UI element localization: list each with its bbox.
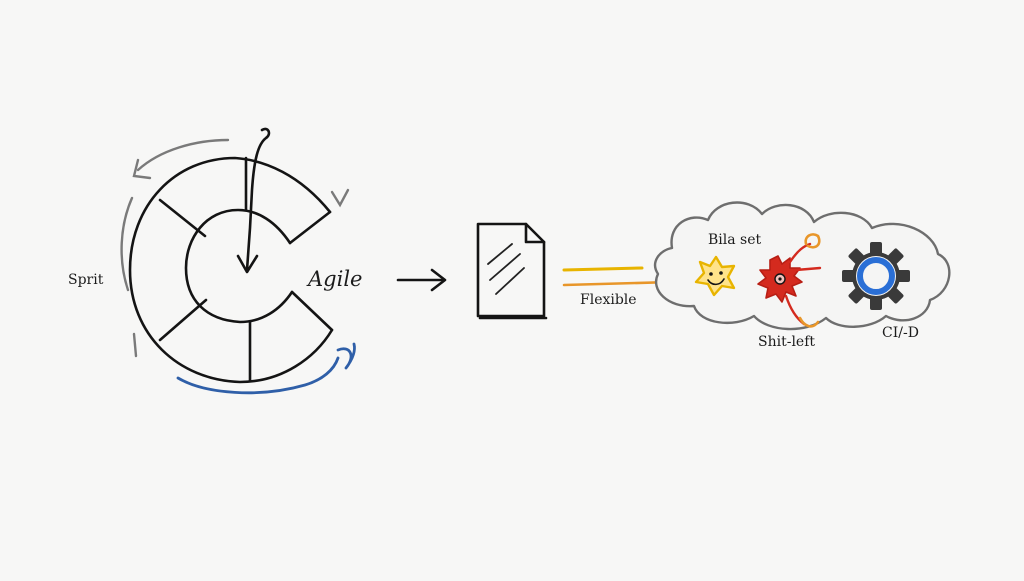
gear-icon <box>842 242 910 310</box>
sprint-label: Sprit <box>68 272 104 288</box>
cycle-ring-icon <box>128 127 334 384</box>
document-icon <box>476 222 548 320</box>
agile-label: Agile <box>306 267 362 291</box>
shift-left-label: Shit-left <box>758 334 815 350</box>
right-arrow <box>396 268 447 292</box>
bila-set-label: Bila set <box>708 232 762 248</box>
bug-icon <box>757 233 822 328</box>
cloud-shape <box>653 201 951 331</box>
ci-cd-label: CI/-D <box>882 325 919 341</box>
smiley-star-icon <box>694 255 736 297</box>
flexible-label: Flexible <box>580 292 637 308</box>
cycle-arrows-gray <box>120 138 350 358</box>
blue-cycle-arrow <box>176 342 356 395</box>
